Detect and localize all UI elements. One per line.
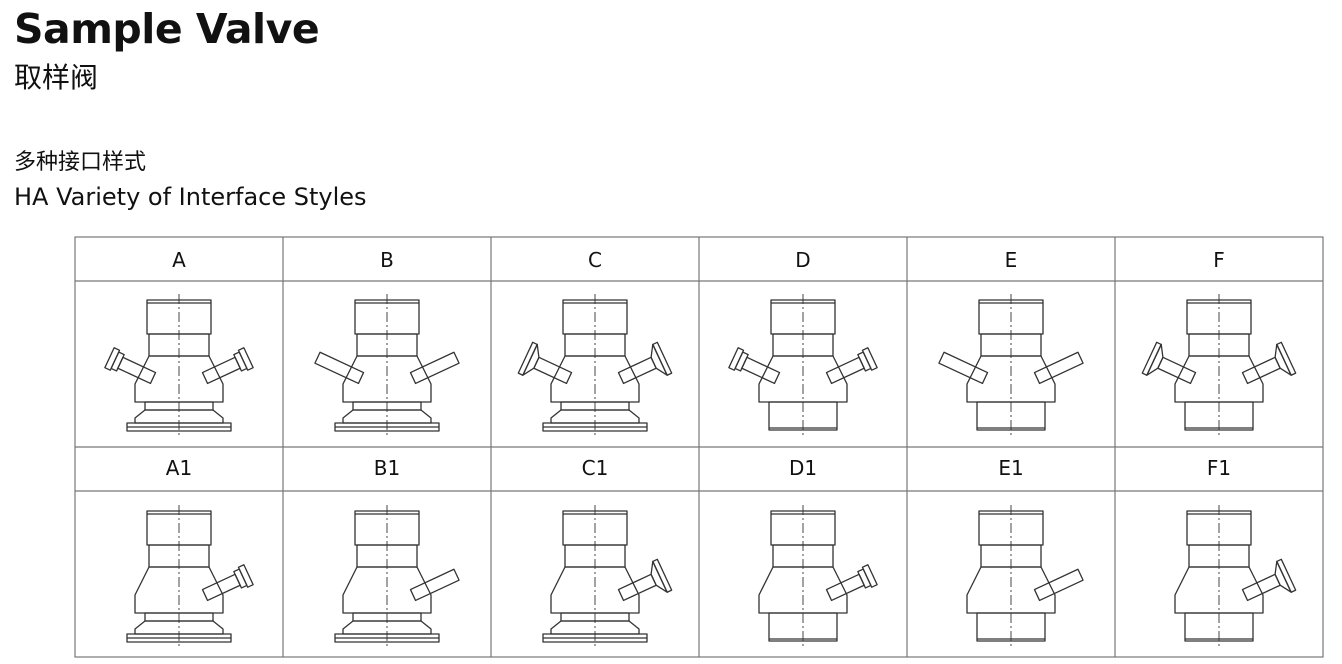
side-port-right-plain: [409, 351, 460, 385]
variant-label-b: B: [380, 248, 394, 272]
variant-label-a: A: [172, 248, 186, 272]
variant-label-e: E: [1004, 248, 1018, 272]
valve-drawing-e1: [966, 505, 1084, 649]
valve-drawing-a: [104, 294, 254, 438]
side-port-right-plain: [409, 568, 460, 602]
side-port-left-clamp: [517, 341, 573, 385]
side-port-right-clamp: [1241, 558, 1297, 602]
side-port-right-clamp: [617, 558, 673, 602]
variant-label-c1: C1: [581, 456, 609, 480]
valve-drawing-f1: [1174, 505, 1297, 649]
valve-drawing-b1: [334, 505, 460, 649]
valve-drawing-f: [1141, 294, 1297, 438]
page-title: Sample Valve: [14, 5, 320, 53]
valve-drawing-d1: [758, 505, 878, 649]
valve-drawing-e: [938, 294, 1084, 438]
side-port-right-ferrule: [201, 347, 254, 385]
valve-drawing-d: [728, 294, 878, 438]
side-port-left-plain: [938, 351, 989, 385]
variant-label-b1: B1: [373, 456, 401, 480]
variant-label-d1: D1: [788, 456, 818, 480]
variant-label-e1: E1: [998, 456, 1024, 480]
side-port-right-plain: [1033, 351, 1084, 385]
side-port-left-ferrule: [728, 347, 781, 385]
valve-drawing-c1: [542, 505, 673, 649]
section-title-cn: 多种接口样式: [14, 150, 147, 175]
valve-drawing-b: [314, 294, 460, 438]
variant-label-c: C: [588, 248, 602, 272]
section-title-en: HA Variety of Interface Styles: [14, 183, 367, 211]
side-port-right-clamp: [617, 341, 673, 385]
side-port-right-plain: [1033, 568, 1084, 602]
valve-drawing-c: [517, 294, 673, 438]
side-port-right-ferrule: [201, 564, 254, 602]
variant-label-a1: A1: [165, 456, 193, 480]
side-port-left-plain: [314, 351, 365, 385]
valve-drawing-a1: [126, 505, 254, 649]
side-port-left-ferrule: [104, 347, 157, 385]
side-port-left-clamp: [1141, 341, 1197, 385]
variant-label-d: D: [795, 248, 811, 272]
side-port-right-ferrule: [825, 564, 878, 602]
variant-label-f: F: [1213, 248, 1225, 272]
page-subtitle: 取样阀: [14, 61, 99, 94]
variant-label-f1: F1: [1206, 456, 1232, 480]
side-port-right-clamp: [1241, 341, 1297, 385]
side-port-right-ferrule: [825, 347, 878, 385]
